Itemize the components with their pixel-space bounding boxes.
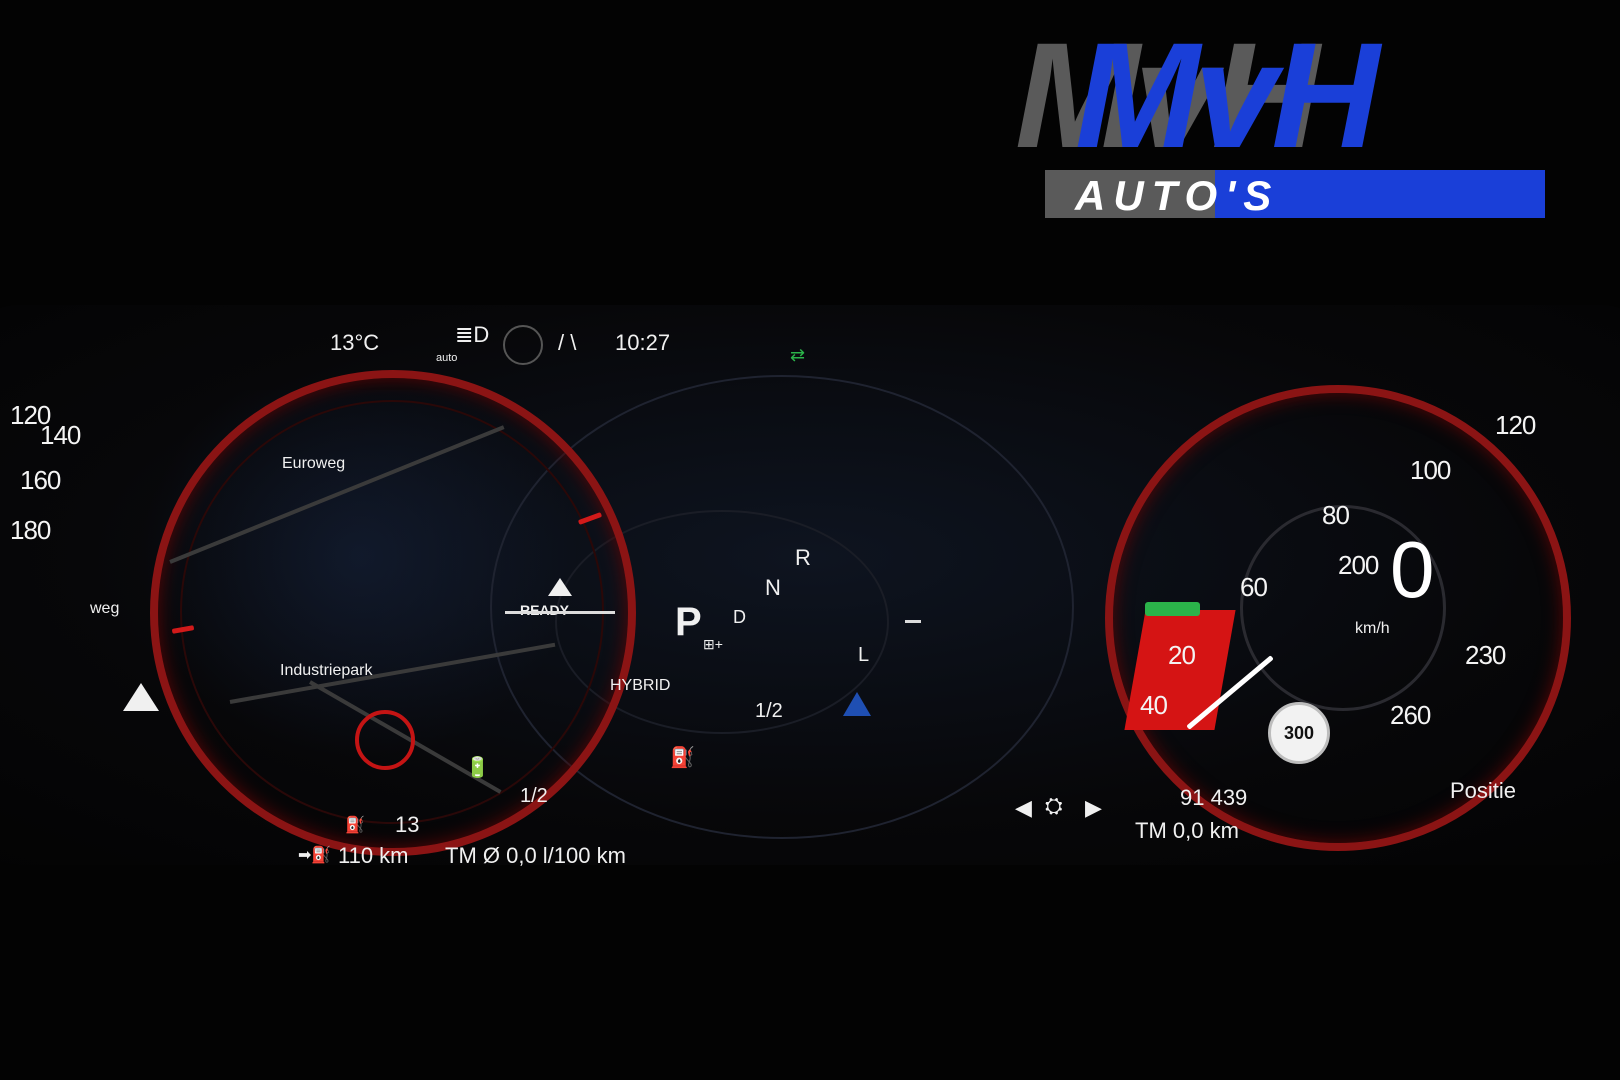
navigation-status: Positie — [1450, 778, 1517, 803]
gauge-l-mark: L — [858, 644, 870, 666]
battery-icon: 🔋 — [465, 757, 490, 779]
speed-unit: km/h — [1355, 620, 1390, 637]
speed-tick-label: 40 — [1140, 690, 1168, 720]
brand-logo: MvH — [1075, 11, 1380, 179]
street-label: weg — [90, 600, 120, 617]
fuel-level-value: 13 — [395, 812, 420, 837]
trip-meter: TM 0,0 km — [1135, 818, 1239, 843]
speed-tick-label: 200 — [1338, 550, 1379, 580]
gear-d: D — [733, 607, 746, 627]
auto-headlight-icon: ≣D — [455, 322, 490, 347]
position-marker — [355, 710, 415, 770]
street-label: Euroweg — [282, 455, 346, 472]
engine-icon: ⊞+ — [703, 636, 723, 652]
gauge-tick-label: 160 — [20, 465, 61, 495]
ready-indicator: READY — [520, 602, 570, 618]
speed-tick-label: 260 — [1390, 700, 1431, 730]
indicator-arrows-icon: ⇄ — [790, 345, 806, 365]
navigation-pointer-icon — [843, 692, 871, 716]
street-label: Industriepark — [280, 662, 373, 679]
drive-mode: HYBRID — [610, 677, 671, 694]
navigation-arrow-icon — [123, 683, 159, 711]
left-gauge-ring — [150, 370, 636, 856]
speedometer-hub — [1240, 505, 1446, 711]
gauge-tick-label: 120 — [10, 400, 51, 430]
gauge-tick-label: 140 — [40, 420, 81, 450]
average-consumption: TM Ø 0,0 l/100 km — [445, 843, 626, 868]
battery-half-mark: 1/2 — [520, 785, 548, 807]
fuel-pump-icon: ⛽ — [670, 747, 695, 769]
road-icon: / \ — [558, 330, 577, 355]
speed-tick-label: 100 — [1410, 455, 1451, 485]
outside-temperature: 13°C — [330, 330, 380, 355]
eco-indicator — [1145, 602, 1200, 616]
odometer: 91 439 — [1180, 785, 1248, 810]
gear-r: R — [795, 545, 811, 570]
ready-bar — [505, 611, 615, 614]
range-distance: 110 km — [338, 843, 409, 868]
steering-assist-icon — [503, 325, 543, 365]
brand-logo-subtitle: AUTO'S — [1075, 172, 1280, 219]
gear-n: N — [765, 575, 781, 600]
current-speed: 0 — [1390, 525, 1435, 614]
speed-tick-label: 230 — [1465, 640, 1506, 670]
headlight-mode: auto — [436, 352, 458, 364]
speed-tick-label: 60 — [1240, 572, 1268, 602]
trip-icon: ⛭ — [1045, 793, 1063, 818]
trip-nav-right-icon[interactable]: ▶ — [1085, 795, 1102, 820]
range-icon: ➡⛽ — [298, 847, 332, 864]
speedometer-ring — [1105, 385, 1571, 851]
gear-selected: P — [675, 600, 702, 644]
gauge-tick-label: 180 — [10, 515, 51, 545]
ready-arrow-icon — [548, 578, 572, 596]
gauge-marker — [905, 620, 921, 623]
speed-tick-label: 120 — [1495, 410, 1536, 440]
speed-limit-sign: 300 — [1268, 702, 1330, 764]
fuel-pump-icon: ⛽ — [345, 817, 365, 834]
logo-bar-accent — [1215, 170, 1545, 218]
speed-tick-label: 80 — [1322, 500, 1350, 530]
trip-nav-left-icon[interactable]: ◀ — [1015, 795, 1032, 820]
clock-time: 10:27 — [615, 330, 671, 355]
speed-tick-label: 20 — [1168, 640, 1196, 670]
fuel-half-mark: 1/2 — [755, 700, 783, 722]
